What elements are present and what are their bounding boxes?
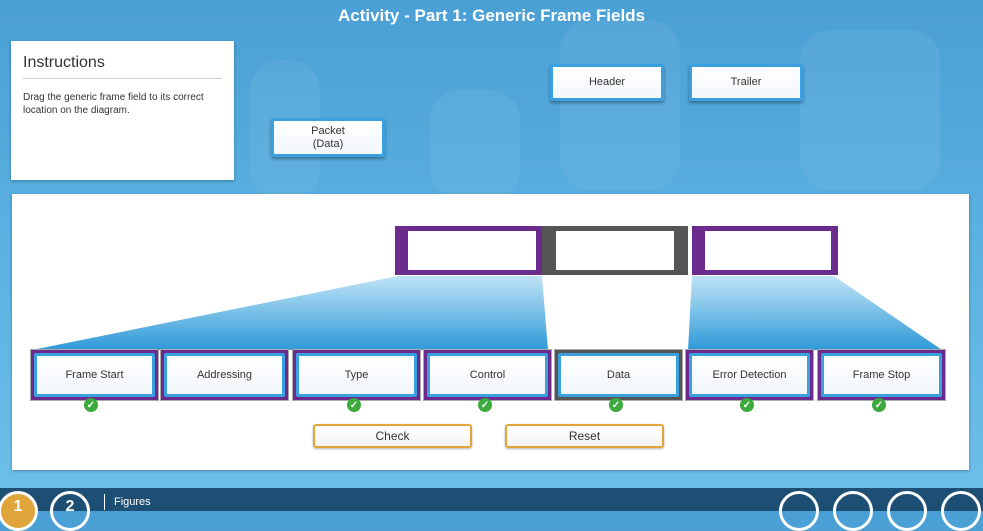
page-2-label: 2	[65, 498, 75, 515]
page-2-button[interactable]: 2	[50, 491, 90, 531]
field-frame-stop[interactable]: Frame Stop	[817, 349, 946, 401]
draggable-packet[interactable]: Packet (Data)	[271, 118, 385, 157]
field-label: Frame Stop	[821, 353, 942, 397]
checkmark-icon: ✓	[609, 398, 623, 412]
draggable-header[interactable]: Header	[550, 64, 664, 101]
background-shape	[560, 20, 680, 190]
page-1-label: 1	[13, 498, 23, 515]
next-icon[interactable]	[941, 491, 981, 531]
field-label: Type	[296, 353, 417, 397]
field-error-detection[interactable]: Error Detection	[685, 349, 814, 401]
field-label: Control	[427, 353, 548, 397]
field-type[interactable]: Type	[292, 349, 421, 401]
data-drop-slot[interactable]	[542, 226, 688, 275]
download-icon[interactable]	[833, 491, 873, 531]
checkmark-icon: ✓	[740, 398, 754, 412]
diagram-connector-lines	[32, 276, 942, 350]
page-1-button[interactable]: 1	[0, 491, 38, 531]
field-label: Data	[558, 353, 679, 397]
instructions-panel: Instructions Drag the generic frame fiel…	[11, 41, 234, 180]
field-label: Error Detection	[689, 353, 810, 397]
instructions-heading: Instructions	[23, 54, 222, 79]
figures-label: Figures	[114, 496, 151, 508]
check-button[interactable]: Check	[313, 424, 472, 448]
background-shape	[430, 90, 520, 200]
divider	[104, 494, 105, 510]
checkmark-icon: ✓	[872, 398, 886, 412]
field-label: Addressing	[164, 353, 285, 397]
checkmark-icon: ✓	[84, 398, 98, 412]
field-data[interactable]: Data	[554, 349, 683, 401]
fullscreen-icon[interactable]	[779, 491, 819, 531]
reset-button[interactable]: Reset	[505, 424, 664, 448]
draggable-trailer[interactable]: Trailer	[689, 64, 803, 101]
field-control[interactable]: Control	[423, 349, 552, 401]
field-addressing[interactable]: Addressing	[160, 349, 289, 401]
trailer-drop-slot[interactable]	[692, 226, 838, 275]
field-frame-start[interactable]: Frame Start	[30, 349, 159, 401]
page-title: Activity - Part 1: Generic Frame Fields	[337, 6, 646, 25]
instructions-text: Drag the generic frame field to its corr…	[23, 92, 204, 116]
frame-diagram: Frame Start Addressing Type Control Data…	[12, 194, 969, 470]
footer-bar: 1 2 Figures	[0, 488, 983, 531]
background-shape	[800, 30, 940, 190]
checkmark-icon: ✓	[347, 398, 361, 412]
checkmark-icon: ✓	[478, 398, 492, 412]
previous-icon[interactable]	[887, 491, 927, 531]
field-label: Frame Start	[34, 353, 155, 397]
header-drop-slot[interactable]	[395, 226, 543, 275]
